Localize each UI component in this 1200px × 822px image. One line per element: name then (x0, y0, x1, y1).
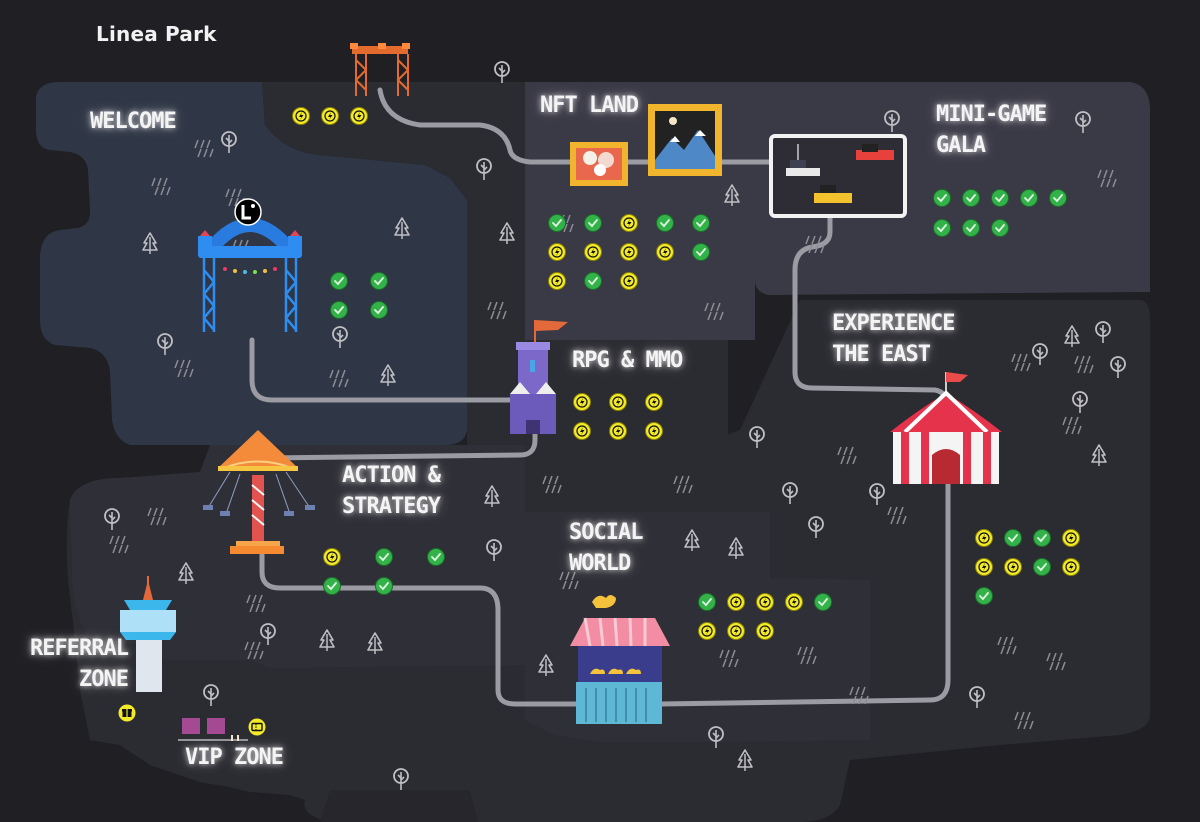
land-referral (75, 640, 280, 787)
completed-check-badge[interactable] (656, 214, 674, 232)
quest-bolt-badge[interactable] (620, 243, 638, 261)
quest-bolt-badge[interactable] (698, 622, 716, 640)
completed-check-badge[interactable] (933, 189, 951, 207)
quest-bolt-badge[interactable] (350, 107, 368, 125)
quest-bolt-badge[interactable] (656, 243, 674, 261)
completed-check-badge[interactable] (991, 219, 1009, 237)
completed-check-badge[interactable] (584, 214, 602, 232)
quest-bolt-badge[interactable] (321, 107, 339, 125)
quest-bolt-badge[interactable] (548, 272, 566, 290)
quest-bolt-badge[interactable] (323, 548, 341, 566)
bumper-cars-arena[interactable] (769, 134, 907, 218)
quest-bolt-badge[interactable] (620, 272, 638, 290)
completed-check-badge[interactable] (548, 214, 566, 232)
completed-check-badge[interactable] (375, 577, 393, 595)
gift-icon[interactable] (118, 704, 136, 722)
quest-bolt-badge[interactable] (292, 107, 310, 125)
zone-label-nft-land[interactable]: NFT LAND (540, 93, 639, 118)
quest-bolt-badge[interactable] (975, 529, 993, 547)
quest-bolt-badge[interactable] (1062, 558, 1080, 576)
welcome-gate[interactable] (198, 198, 302, 332)
quest-bolt-badge[interactable] (573, 393, 591, 411)
nft-painting-mountains[interactable] (648, 104, 722, 176)
zone-label-action-strategy[interactable]: ACTION &STRATEGY (342, 463, 441, 519)
zone-label-welcome[interactable]: WELCOME (90, 109, 177, 134)
land-action (70, 445, 525, 668)
nft-land-tower-gate[interactable] (350, 43, 410, 96)
swing-ride[interactable] (203, 430, 315, 554)
zone-label-vip-zone[interactable]: VIP ZONE (185, 745, 284, 770)
quest-bolt-badge[interactable] (620, 214, 638, 232)
completed-check-badge[interactable] (991, 189, 1009, 207)
completed-check-badge[interactable] (698, 593, 716, 611)
completed-check-badge[interactable] (975, 587, 993, 605)
app-title: Linea Park (96, 22, 217, 46)
quest-bolt-badge[interactable] (609, 422, 627, 440)
completed-check-badge[interactable] (370, 301, 388, 319)
quest-bolt-badge[interactable] (573, 422, 591, 440)
completed-check-badge[interactable] (370, 272, 388, 290)
completed-check-badge[interactable] (1004, 529, 1022, 547)
completed-check-badge[interactable] (692, 243, 710, 261)
completed-check-badge[interactable] (962, 219, 980, 237)
quest-bolt-badge[interactable] (975, 558, 993, 576)
quest-bolt-badge[interactable] (785, 593, 803, 611)
quest-bolt-badge[interactable] (645, 422, 663, 440)
zone-label-rpg-mmo[interactable]: RPG & MMO (572, 348, 683, 373)
land-bottom (320, 790, 478, 822)
quest-bolt-badge[interactable] (756, 593, 774, 611)
completed-check-badge[interactable] (1033, 529, 1051, 547)
quest-bolt-badge[interactable] (727, 593, 745, 611)
completed-check-badge[interactable] (323, 577, 341, 595)
quest-bolt-badge[interactable] (756, 622, 774, 640)
quest-bolt-badge[interactable] (727, 622, 745, 640)
quest-bolt-badge[interactable] (1062, 529, 1080, 547)
quest-bolt-badge[interactable] (645, 393, 663, 411)
completed-check-badge[interactable] (584, 272, 602, 290)
completed-check-badge[interactable] (933, 219, 951, 237)
referral-tower[interactable] (120, 576, 176, 692)
rpg-castle[interactable] (510, 320, 568, 434)
ticket-icon[interactable] (248, 718, 266, 736)
circus-tent[interactable] (890, 372, 1002, 484)
completed-check-badge[interactable] (375, 548, 393, 566)
nft-painting-flowers[interactable] (570, 142, 628, 186)
completed-check-badge[interactable] (1020, 189, 1038, 207)
land-welcome (36, 82, 467, 445)
completed-check-badge[interactable] (427, 548, 445, 566)
completed-check-badge[interactable] (814, 593, 832, 611)
completed-check-badge[interactable] (330, 301, 348, 319)
walkway (249, 87, 951, 707)
duck-shooting-booth[interactable] (570, 595, 670, 724)
land-nft-left (467, 200, 525, 340)
completed-check-badge[interactable] (330, 272, 348, 290)
quest-bolt-badge[interactable] (609, 393, 627, 411)
quest-bolt-badge[interactable] (548, 243, 566, 261)
completed-check-badge[interactable] (1033, 558, 1051, 576)
completed-check-badge[interactable] (962, 189, 980, 207)
vip-lounge[interactable] (178, 718, 248, 741)
completed-check-badge[interactable] (1049, 189, 1067, 207)
quest-bolt-badge[interactable] (1004, 558, 1022, 576)
completed-check-badge[interactable] (692, 214, 710, 232)
quest-badges (118, 107, 1080, 736)
quest-bolt-badge[interactable] (584, 243, 602, 261)
